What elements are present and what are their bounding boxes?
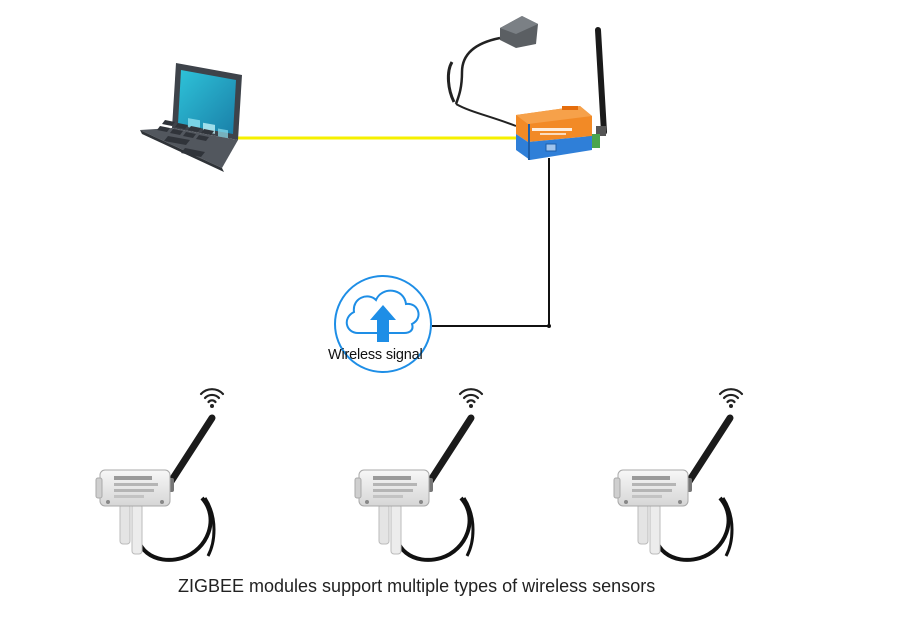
junction-dot: [547, 324, 551, 328]
zigbee-sensor-2: [355, 418, 473, 560]
diagram-caption: ZIGBEE modules support multiple types of…: [178, 576, 656, 596]
laptop-icon: [140, 63, 242, 172]
wifi-signal-icon: [718, 388, 744, 410]
cloud-label: Wireless signal: [328, 347, 423, 363]
wifi-signal-icon: [458, 388, 484, 410]
wifi-signal-icon: [199, 388, 225, 410]
cloud-upload-icon: [334, 275, 432, 373]
wired-link: [432, 158, 550, 327]
zigbee-sensor-3: [614, 418, 732, 560]
power-adapter-icon: [446, 16, 538, 127]
zigbee-sensor-1: [96, 418, 214, 560]
zigbee-gateway: [516, 27, 607, 160]
